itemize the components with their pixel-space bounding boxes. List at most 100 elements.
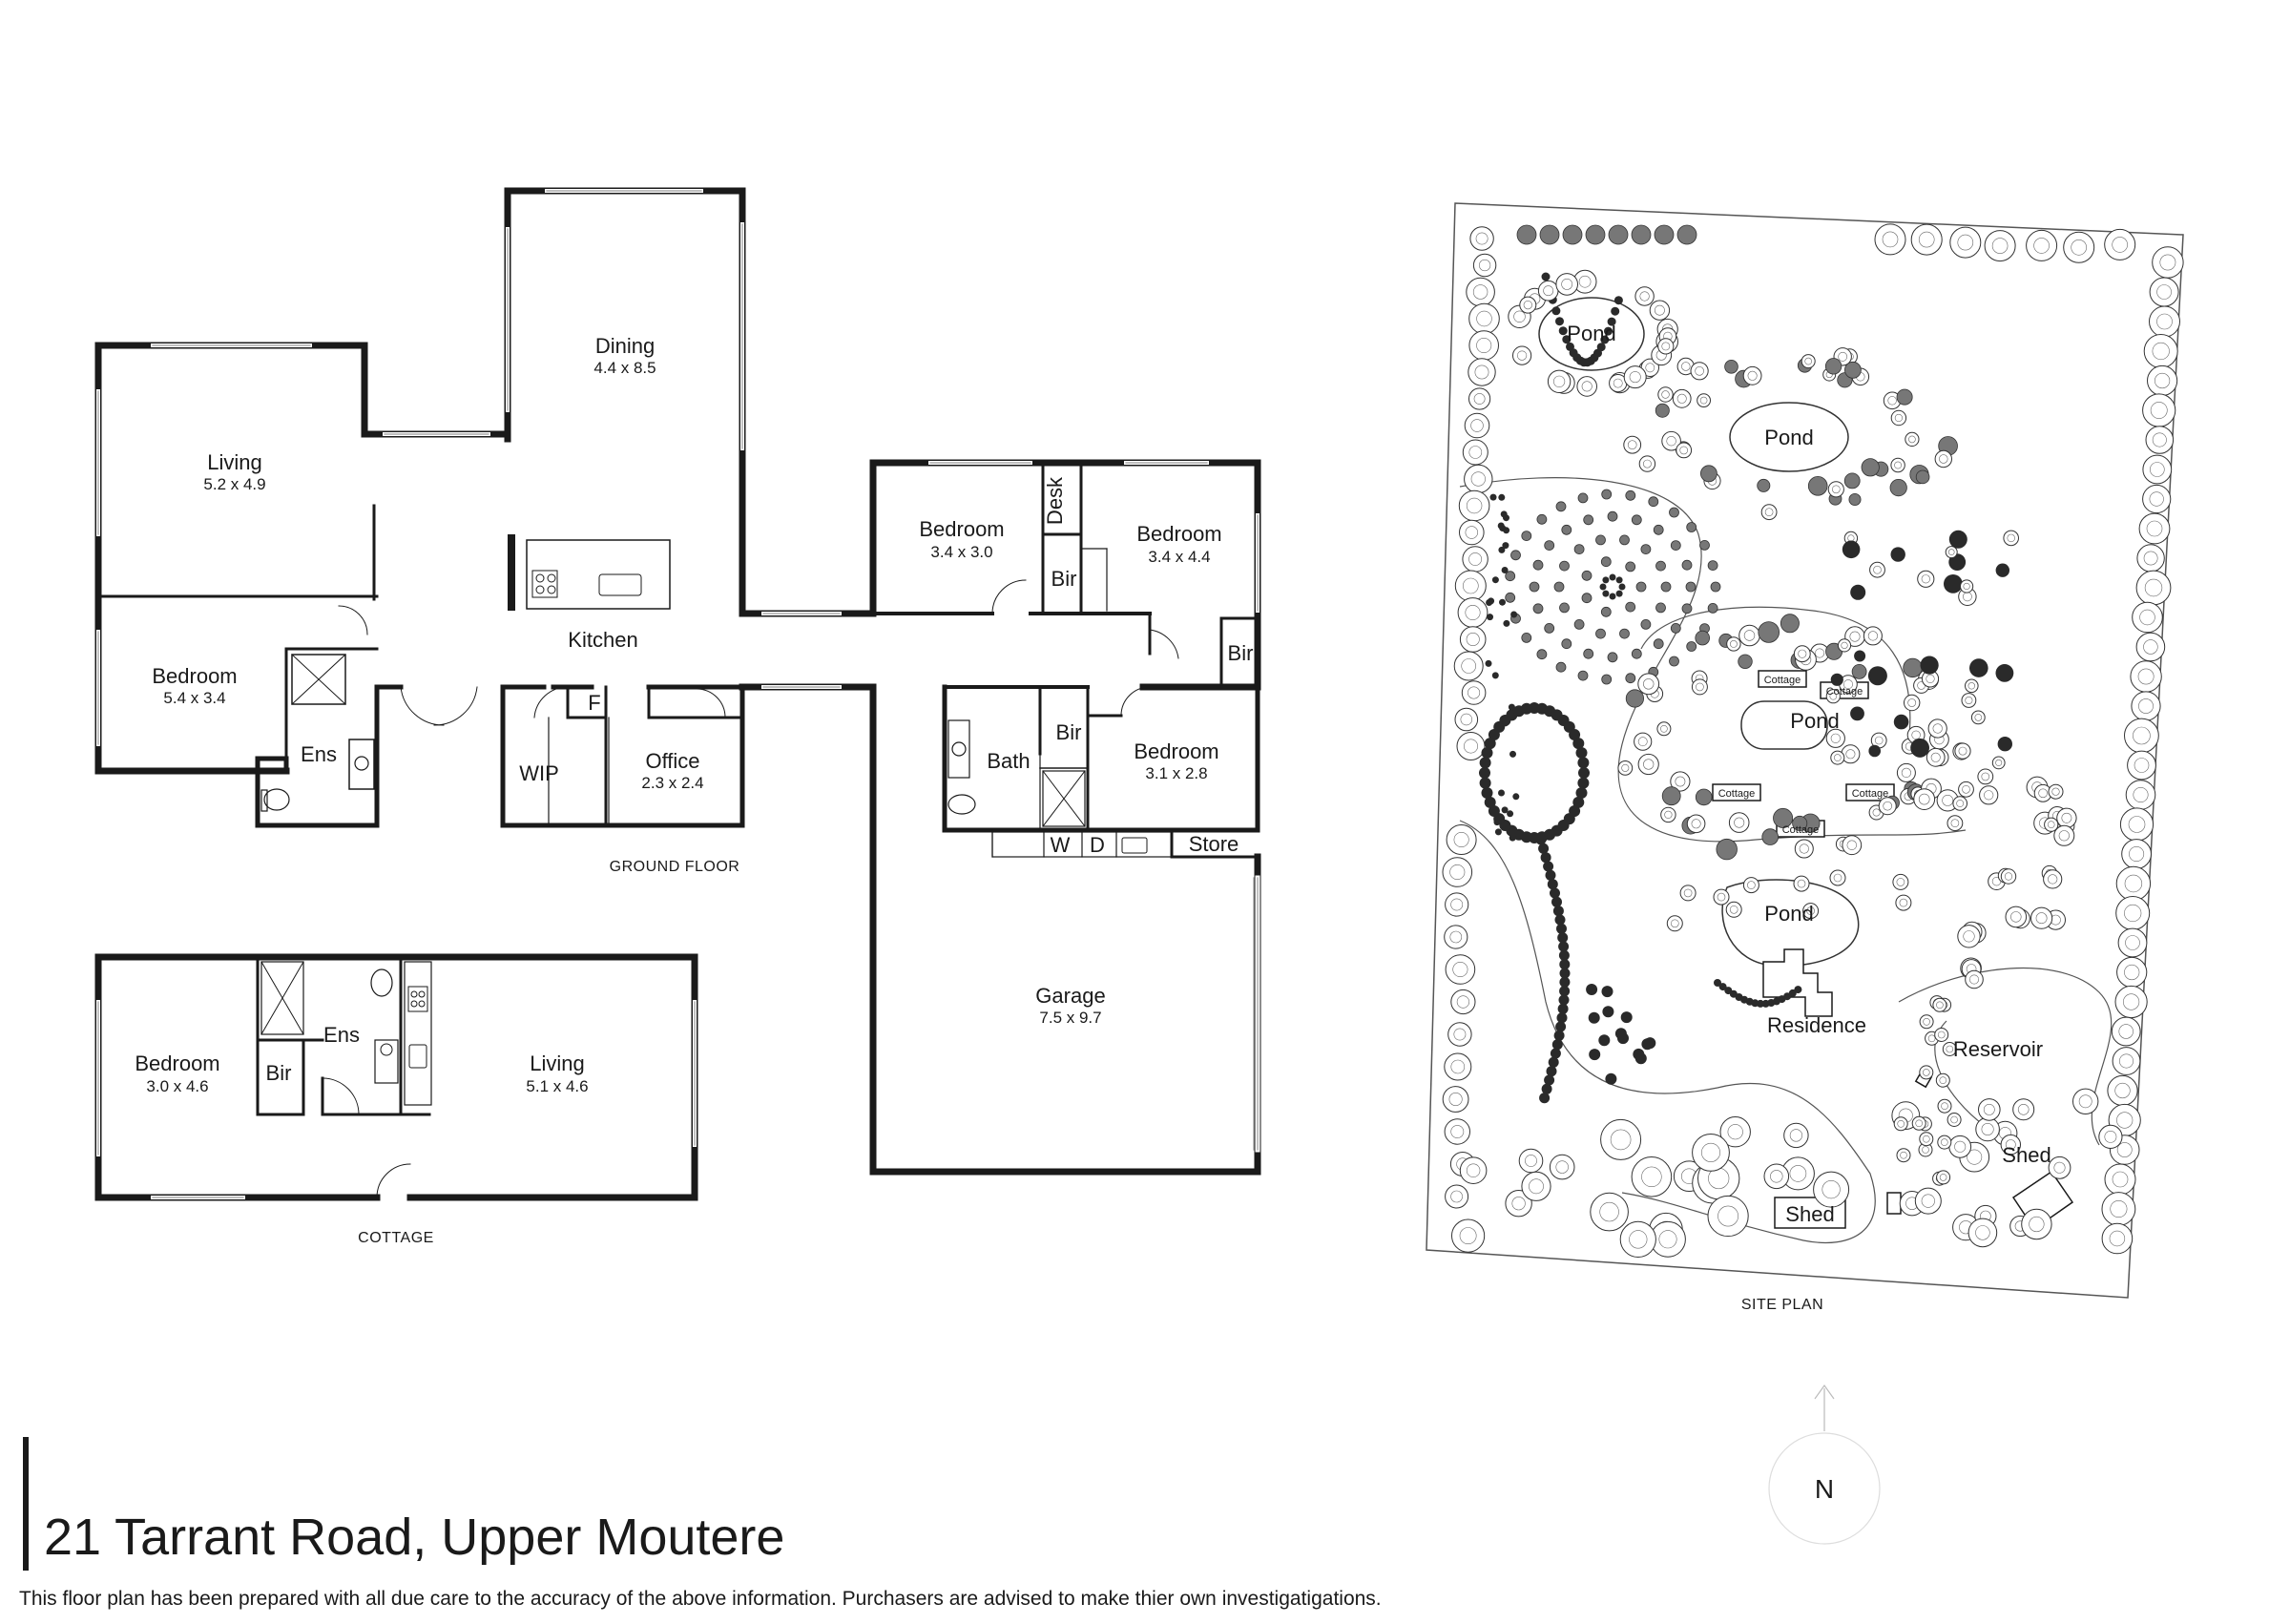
- tree-symbol: [2152, 246, 2184, 279]
- tree-canopy-ring: [1956, 800, 1965, 807]
- tree-canopy-ring: [1939, 454, 1948, 464]
- tree-symbol: [1493, 819, 1501, 826]
- dining-dims: 4.4 x 8.5: [593, 359, 656, 377]
- tree-canopy-ring: [1450, 1190, 1463, 1203]
- tree-canopy-ring: [2128, 816, 2146, 833]
- tree-symbol: [1952, 796, 1967, 811]
- tree-symbol: [2112, 1047, 2141, 1075]
- tree-symbol: [1874, 223, 1906, 256]
- tree-canopy-ring: [1946, 1045, 1954, 1053]
- tree-canopy-ring: [1930, 752, 1941, 762]
- tree-symbol: [1681, 603, 1693, 614]
- tree-symbol: [1631, 514, 1642, 526]
- tree-symbol: [1555, 317, 1564, 326]
- tree-symbol: [1464, 464, 1493, 494]
- tree-symbol: [1773, 807, 1794, 828]
- tree-canopy-ring: [1958, 746, 1967, 756]
- tree-symbol: [1547, 369, 1572, 393]
- site-labels: Pond Pond Pond Pond Cottage Cottage Cott…: [1567, 322, 2051, 1313]
- tree-canopy-ring: [1963, 582, 1970, 591]
- tree-symbol: [1661, 786, 1681, 806]
- tree-canopy-ring: [1664, 810, 1673, 820]
- tree-symbol: [1559, 959, 1571, 970]
- tree-canopy-ring: [1936, 1001, 1944, 1010]
- tree-symbol: [1915, 469, 1930, 485]
- tree-canopy-ring: [2156, 284, 2172, 300]
- living-walls: [94, 342, 511, 775]
- tree-canopy-ring: [2104, 1131, 2117, 1143]
- tree-symbol: [1726, 636, 1741, 652]
- tree-symbol: [1585, 224, 1606, 245]
- tree-symbol: [1539, 1093, 1551, 1104]
- tree-canopy-ring: [1468, 552, 1482, 566]
- tree-canopy-ring: [2053, 1161, 2066, 1174]
- tree-canopy-ring: [2123, 993, 2140, 1010]
- tree-canopy-ring: [1764, 508, 1774, 517]
- tree-canopy-ring: [2139, 609, 2155, 626]
- small-outbuilding: [1886, 1192, 1902, 1215]
- tree-symbol: [1489, 493, 1497, 501]
- tree-symbol: [1961, 693, 1977, 708]
- tree-symbol: [1699, 540, 1710, 551]
- tree-symbol: [1556, 1012, 1568, 1024]
- tree-canopy-ring: [1555, 1160, 1569, 1174]
- tree-canopy-ring: [1468, 686, 1481, 699]
- tree-symbol: [1927, 718, 1947, 739]
- tree-symbol: [1595, 628, 1606, 639]
- tree-canopy-ring: [2152, 342, 2170, 361]
- shed-1-label: Shed: [1785, 1202, 1834, 1226]
- tree-symbol: [1903, 657, 1923, 678]
- tree-canopy-ring: [1918, 793, 1930, 805]
- tree-symbol: [1714, 979, 1721, 987]
- tree-symbol: [2104, 1163, 2136, 1196]
- bedroom-b-label: Bedroom: [1136, 522, 1221, 546]
- tree-canopy-ring: [1804, 357, 1812, 365]
- tree-symbol: [2145, 426, 2175, 454]
- tree-symbol: [1459, 626, 1487, 653]
- tree-symbol: [1589, 1049, 1601, 1061]
- tree-symbol: [1485, 659, 1492, 667]
- tree-symbol: [1454, 707, 1479, 732]
- tree-symbol: [1605, 1072, 1617, 1085]
- tree-symbol: [1588, 1011, 1600, 1024]
- tree-symbol: [1491, 672, 1499, 679]
- tree-canopy-ring: [1832, 485, 1841, 494]
- tree-symbol: [1464, 412, 1490, 439]
- tree-symbol: [1625, 673, 1636, 684]
- tree-symbol: [1548, 1056, 1559, 1068]
- bir-b-label: Bir: [1228, 641, 1254, 665]
- tree-symbol: [1555, 273, 1578, 296]
- tree-symbol: [1631, 224, 1652, 245]
- tree-canopy-ring: [1450, 898, 1464, 911]
- tree-symbol: [1576, 376, 1597, 397]
- tree-symbol: [1488, 805, 1500, 817]
- tree-canopy-ring: [1511, 1197, 1526, 1211]
- tree-symbol: [1742, 877, 1759, 894]
- tree-symbol: [1503, 514, 1509, 522]
- tree-symbol: [1559, 560, 1570, 572]
- tree-symbol: [1655, 602, 1666, 614]
- washer-label: W: [1051, 833, 1071, 857]
- tree-canopy-ring: [1661, 342, 1671, 351]
- tree-symbol: [1948, 530, 1967, 549]
- cottage-bir-label: Bir: [266, 1061, 292, 1085]
- tree-symbol: [1553, 581, 1565, 593]
- cottage-living-label: Living: [530, 1051, 584, 1075]
- tree-symbol: [1895, 894, 1912, 911]
- tree-canopy-ring: [2047, 821, 2055, 829]
- tree-canopy-ring: [1942, 795, 1954, 806]
- tree-symbol: [2142, 393, 2176, 427]
- tree-symbol: [1472, 253, 1497, 278]
- tree-symbol: [1611, 306, 1620, 316]
- bedroom-main-dims: 5.4 x 3.4: [163, 689, 225, 707]
- tree-canopy-ring: [1681, 362, 1691, 371]
- office-label: Office: [645, 749, 699, 773]
- tree-symbol: [1521, 633, 1532, 643]
- tree-symbol: [1512, 345, 1532, 365]
- tree-canopy-ring: [1474, 364, 1489, 380]
- pond-4-label: Pond: [1764, 902, 1813, 926]
- tree-symbol: [1451, 1218, 1486, 1253]
- dryer-label: D: [1090, 833, 1105, 857]
- tree-symbol: [1547, 879, 1558, 890]
- tree-symbol: [1757, 478, 1771, 492]
